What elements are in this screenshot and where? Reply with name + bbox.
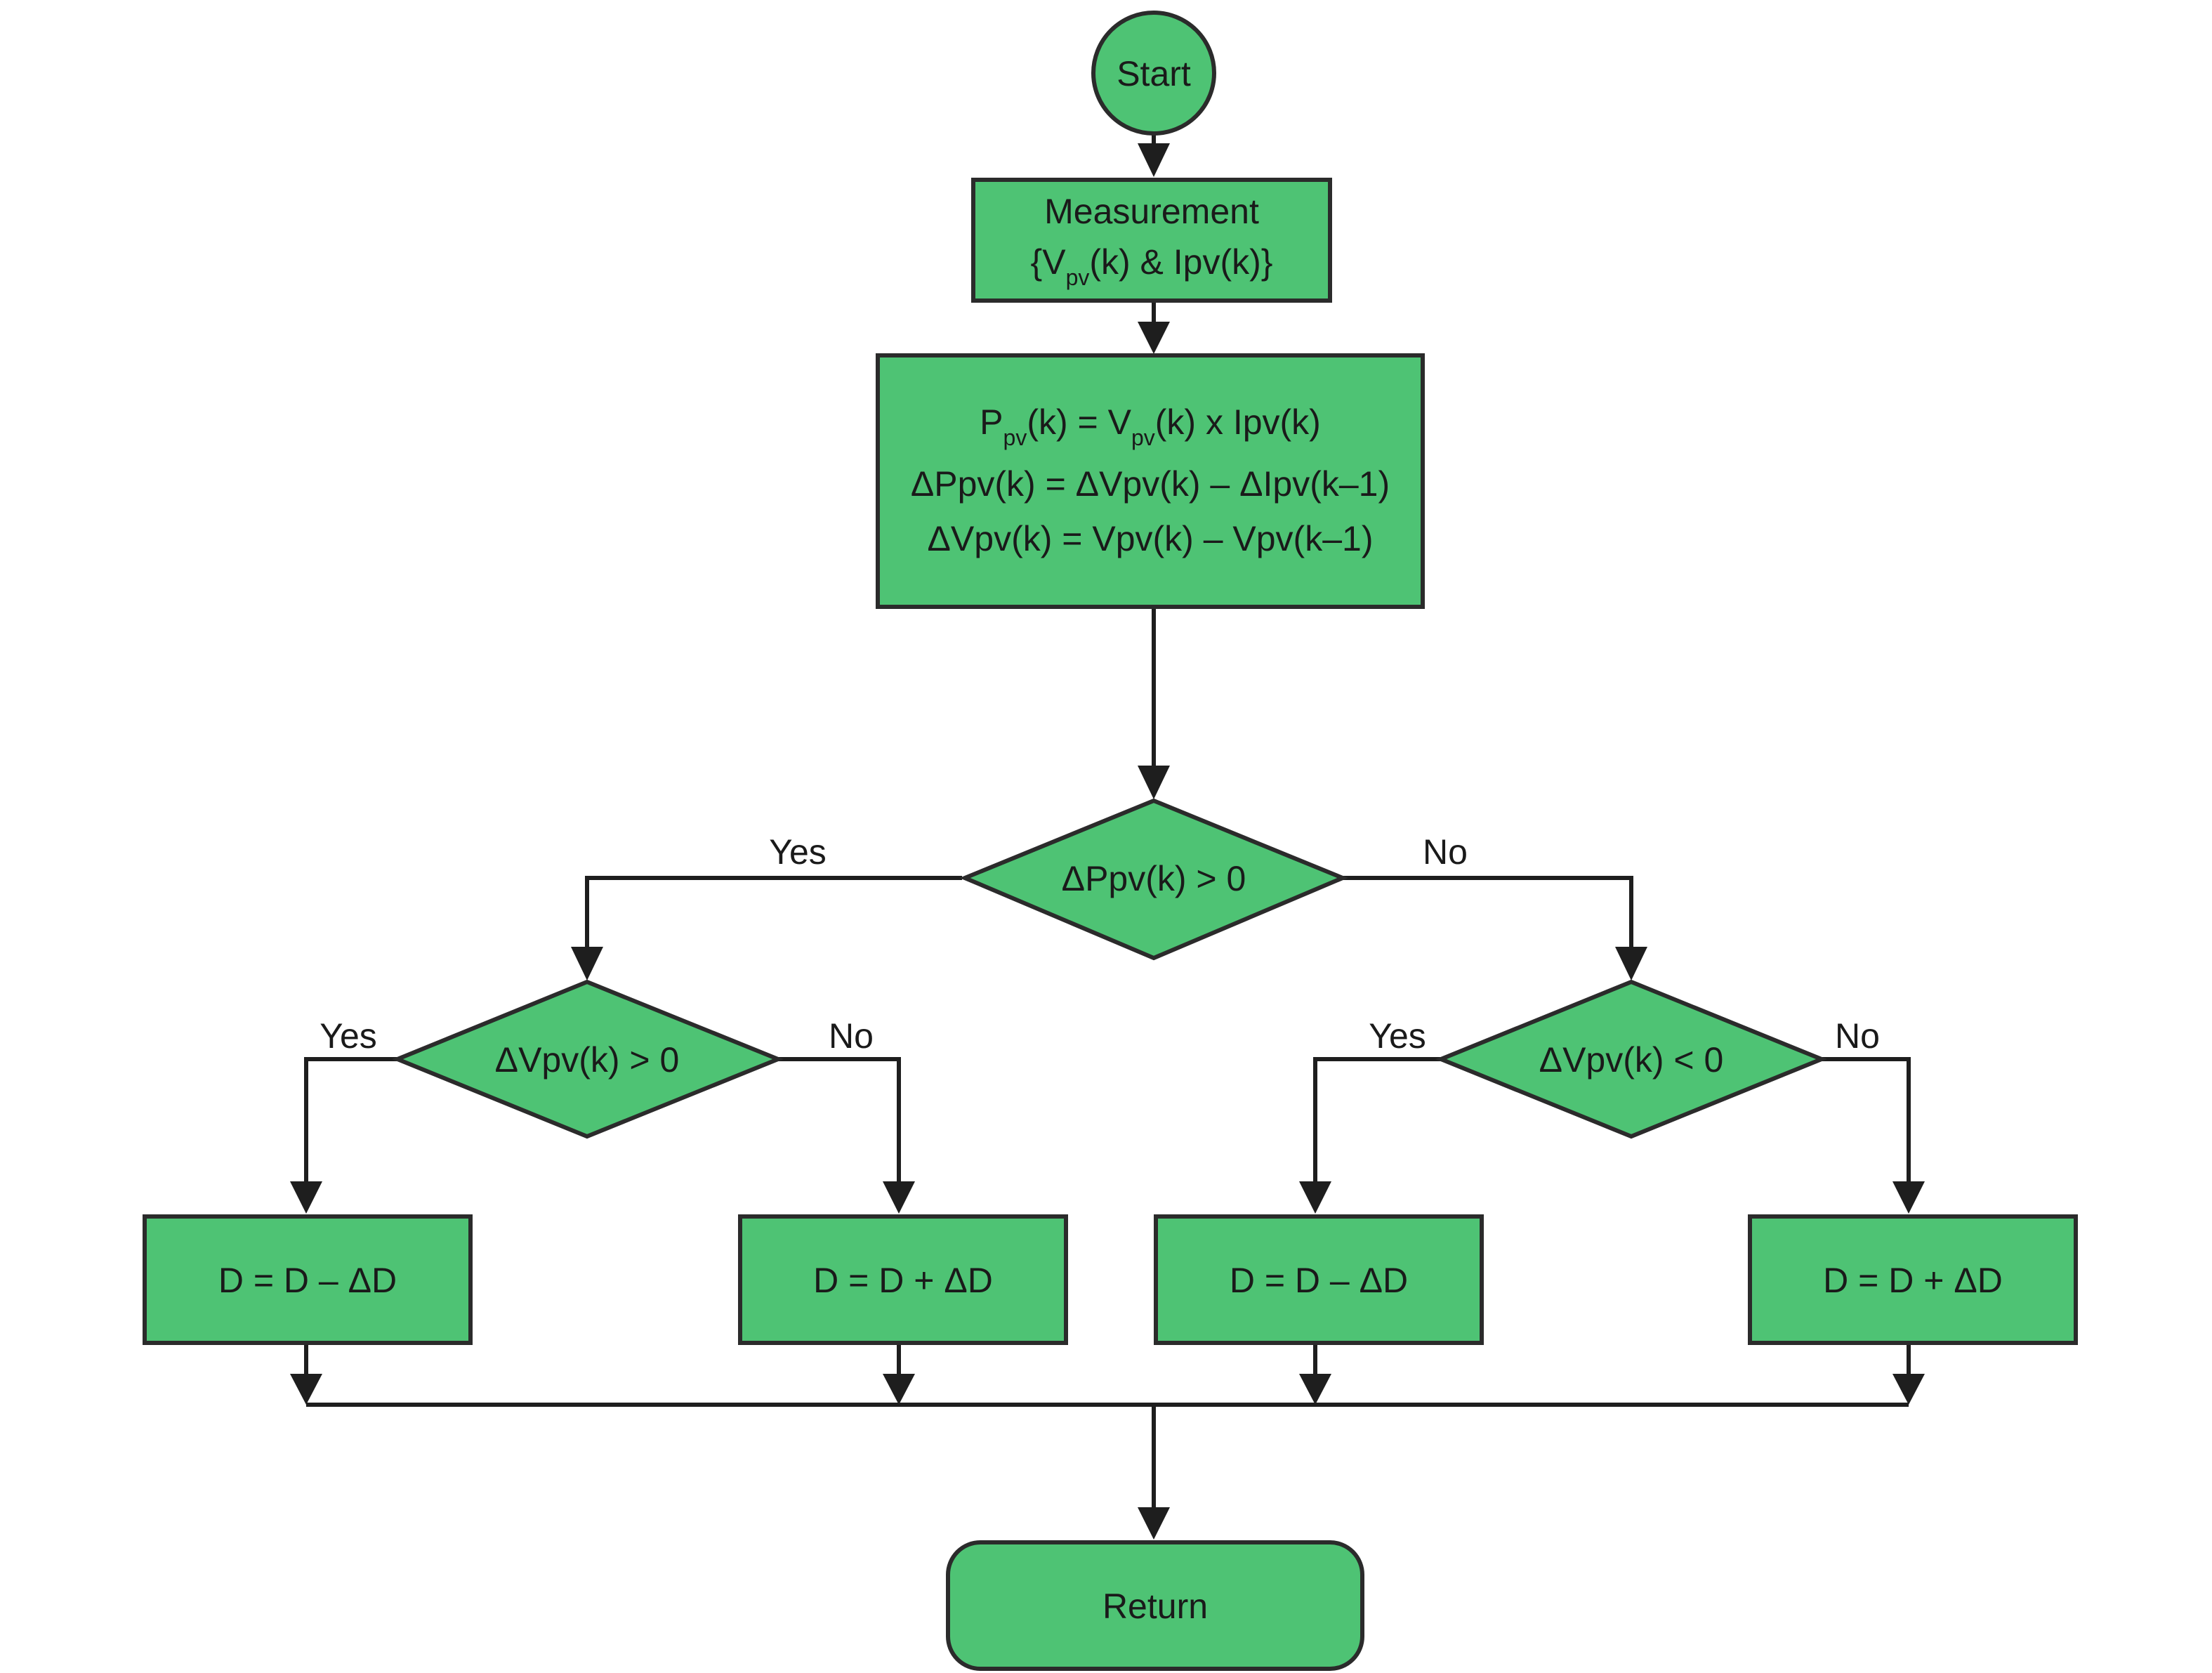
arrowhead: [1299, 1181, 1331, 1214]
arrowhead: [290, 1181, 322, 1214]
compute-node: Ppv(k) = Vpv(k) x Ipv(k) ΔPpv(k) = ΔVpv(…: [876, 353, 1425, 609]
decision-left-no-label: No: [829, 1016, 874, 1056]
decision-right-yes-label: Yes: [1369, 1016, 1426, 1056]
action-label-2: D = D + ΔD: [813, 1261, 993, 1300]
decision-left-yes-label: Yes: [320, 1016, 377, 1056]
compute-p: P: [980, 402, 1003, 442]
measurement-box: [971, 178, 1332, 303]
arrowhead: [1892, 1181, 1925, 1214]
decision-left-label: ΔVpv(k) > 0: [495, 1040, 680, 1080]
compute-delta-power-eq: ΔPpv(k) = ΔVpv(k) – ΔIpv(k–1): [911, 464, 1390, 504]
arrowhead: [1299, 1374, 1331, 1405]
decision-left-diamond: [392, 979, 784, 1139]
compute-power-eq: Ppv(k) = Vpv(k) x Ipv(k): [980, 402, 1321, 450]
arrowhead: [290, 1374, 322, 1405]
decision-left-node: ΔVpv(k) > 0 Yes No: [320, 979, 874, 1139]
decision-main-yes-label: Yes: [769, 832, 827, 872]
measurement-title: Measurement: [1044, 192, 1259, 231]
return-node: Return: [946, 1540, 1364, 1671]
connector-left-no: [774, 1057, 901, 1186]
decision-main-diamond: [959, 798, 1348, 961]
measurement-vars-subscript: pv: [1066, 265, 1090, 290]
action-label-4: D = D + ΔD: [1823, 1261, 2003, 1300]
arrowhead: [571, 947, 603, 980]
return-label: Return: [1102, 1587, 1208, 1626]
decision-main-no-label: No: [1423, 832, 1468, 872]
compute-p-subscript: pv: [1003, 425, 1027, 450]
compute-mid: (k) = V: [1027, 402, 1131, 442]
decision-right-label: ΔVpv(k) < 0: [1539, 1040, 1724, 1080]
start-circle: [1091, 11, 1216, 136]
measurement-vars-open: {V: [1031, 242, 1067, 282]
action-label-1: D = D – ΔD: [218, 1261, 397, 1300]
compute-delta-voltage-eq: ΔVpv(k) = Vpv(k) – Vpv(k–1): [928, 519, 1374, 558]
arrowheads: [290, 143, 1925, 1540]
action-node-4: D = D + ΔD: [1748, 1214, 2078, 1345]
measurement-node: Measurement {Vpv(k) & Ipv(k)}: [971, 178, 1332, 303]
arrowhead: [883, 1181, 915, 1214]
arrowhead: [1138, 322, 1170, 354]
decision-main-label: ΔPpv(k) > 0: [1062, 859, 1246, 898]
action-box-3: [1154, 1214, 1484, 1345]
action-box-4: [1748, 1214, 2078, 1345]
return-box: [946, 1540, 1364, 1671]
measurement-vars: {Vpv(k) & Ipv(k)}: [1031, 242, 1273, 290]
action-label-3: D = D – ΔD: [1230, 1261, 1408, 1300]
decision-right-diamond: [1435, 979, 1827, 1139]
arrowhead: [1138, 143, 1170, 177]
start-node: Start: [1091, 11, 1216, 136]
start-label: Start: [1117, 54, 1191, 93]
arrowhead: [1138, 766, 1170, 799]
decision-right-node: ΔVpv(k) < 0 Yes No: [1369, 979, 1880, 1139]
compute-end: (k) x Ipv(k): [1155, 402, 1321, 442]
arrowhead: [1892, 1374, 1925, 1405]
decision-right-no-label: No: [1835, 1016, 1880, 1056]
action-node-1: D = D – ΔD: [143, 1214, 473, 1345]
action-node-2: D = D + ΔD: [738, 1214, 1068, 1345]
arrowhead: [1138, 1507, 1170, 1540]
connector-left-yes: [304, 1057, 400, 1186]
action-box-2: [738, 1214, 1068, 1345]
compute-box: [876, 353, 1425, 609]
connector-main-yes: [585, 876, 962, 954]
connector-right-no: [1819, 1057, 1911, 1186]
arrowhead: [883, 1374, 915, 1405]
connectors: [304, 133, 1911, 1514]
decision-main-node: ΔPpv(k) > 0 Yes No: [769, 798, 1468, 961]
action-box-1: [143, 1214, 473, 1345]
compute-v-subscript: pv: [1131, 425, 1155, 450]
connector-right-yes: [1313, 1057, 1444, 1186]
action-node-3: D = D – ΔD: [1154, 1214, 1484, 1345]
measurement-vars-rest: (k) & Ipv(k)}: [1089, 242, 1272, 282]
arrowhead: [1615, 947, 1647, 980]
connector-main-no: [1337, 876, 1633, 954]
